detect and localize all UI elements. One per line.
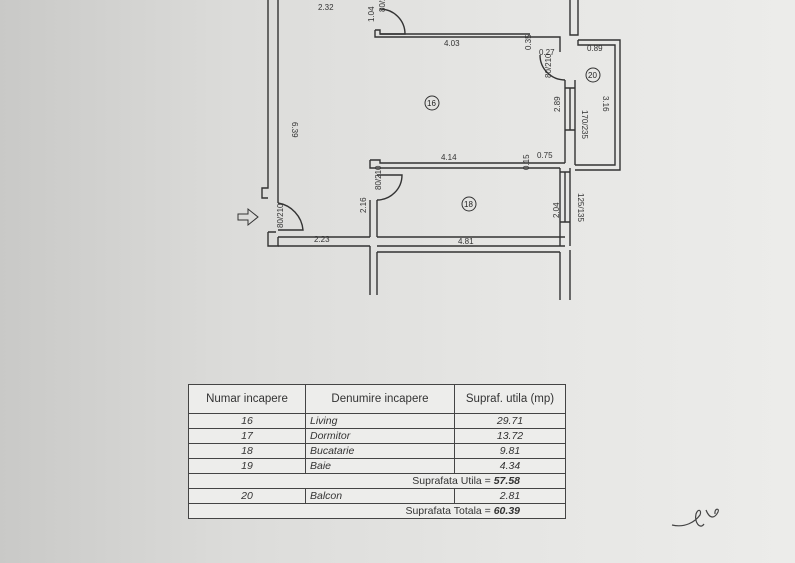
dim-label: 6.39 — [290, 122, 299, 138]
dimension-labels: 2.32 1.04 4.03 0.35 0.27 0.89 6.39 2.89 … — [290, 3, 610, 246]
dim-label: 4.03 — [444, 39, 460, 48]
room-area: 13.72 — [454, 428, 566, 444]
header-room-name: Denumire incapere — [305, 384, 455, 414]
dim-label: 0.35 — [524, 34, 533, 50]
room-area-table: Numar incapere Denumire incapere Supraf.… — [188, 384, 566, 519]
window-label: 170/235 — [580, 110, 589, 139]
dim-label: 0.89 — [587, 44, 603, 53]
dim-label: 2.32 — [318, 3, 334, 12]
subtotal-row: Suprafata Utila = 57.58 — [188, 473, 566, 489]
room-markers: 16 18 20 — [424, 67, 601, 212]
door-label: 80/210 — [378, 0, 387, 12]
door-label: 80/210 — [374, 165, 383, 190]
room-number: 20 — [188, 488, 306, 504]
total-row: Suprafata Totala = 60.39 — [188, 503, 566, 519]
total-label: Suprafata Totala = — [405, 504, 491, 517]
doors — [237, 8, 566, 231]
room-number-balcony: 20 — [588, 71, 597, 80]
dim-label: 1.04 — [367, 6, 376, 22]
header-room-number: Numar incapere — [188, 384, 306, 414]
dim-label: 0.27 — [539, 48, 555, 57]
dim-label: 2.89 — [553, 96, 562, 112]
room-number: 18 — [188, 443, 306, 459]
room-area: 2.81 — [454, 488, 566, 504]
room-number-living: 16 — [427, 99, 436, 108]
room-number: 19 — [188, 458, 306, 474]
subtotal-value: 57.58 — [493, 474, 520, 487]
window-label: 125/135 — [576, 193, 585, 222]
walls — [261, 0, 621, 300]
signature — [671, 508, 719, 527]
entrance-arrow-icon — [237, 207, 259, 227]
dim-label: 3.16 — [601, 96, 610, 112]
door-label: 80/210 — [544, 53, 553, 78]
dim-label: 4.14 — [441, 153, 457, 162]
room-name: Baie — [305, 458, 455, 474]
dim-label: 4.81 — [458, 237, 474, 246]
room-area: 29.71 — [454, 413, 566, 429]
dim-label: 2.04 — [552, 202, 561, 218]
room-number-kitchen: 18 — [464, 200, 473, 209]
room-name: Dormitor — [305, 428, 455, 444]
door-label: 80/210 — [276, 203, 285, 228]
total-value: 60.39 — [493, 504, 520, 517]
header-area: Supraf. utila (mp) — [454, 384, 566, 414]
room-number: 16 — [188, 413, 306, 429]
dim-label: 2.16 — [359, 197, 368, 213]
dim-label: 2.23 — [314, 235, 330, 244]
room-name: Balcon — [305, 488, 455, 504]
room-area: 4.34 — [454, 458, 566, 474]
room-name: Bucatarie — [305, 443, 455, 459]
door-labels: 80/210 80/210 80/210 80/210 170/235 125/… — [276, 0, 589, 228]
room-area: 9.81 — [454, 443, 566, 459]
subtotal-label: Suprafata Utila = — [412, 474, 491, 487]
room-number: 17 — [188, 428, 306, 444]
dim-label: 0.15 — [522, 154, 531, 170]
dim-label: 0.75 — [537, 151, 553, 160]
room-name: Living — [305, 413, 455, 429]
table-header: Numar incapere Denumire incapere Supraf.… — [188, 384, 566, 414]
